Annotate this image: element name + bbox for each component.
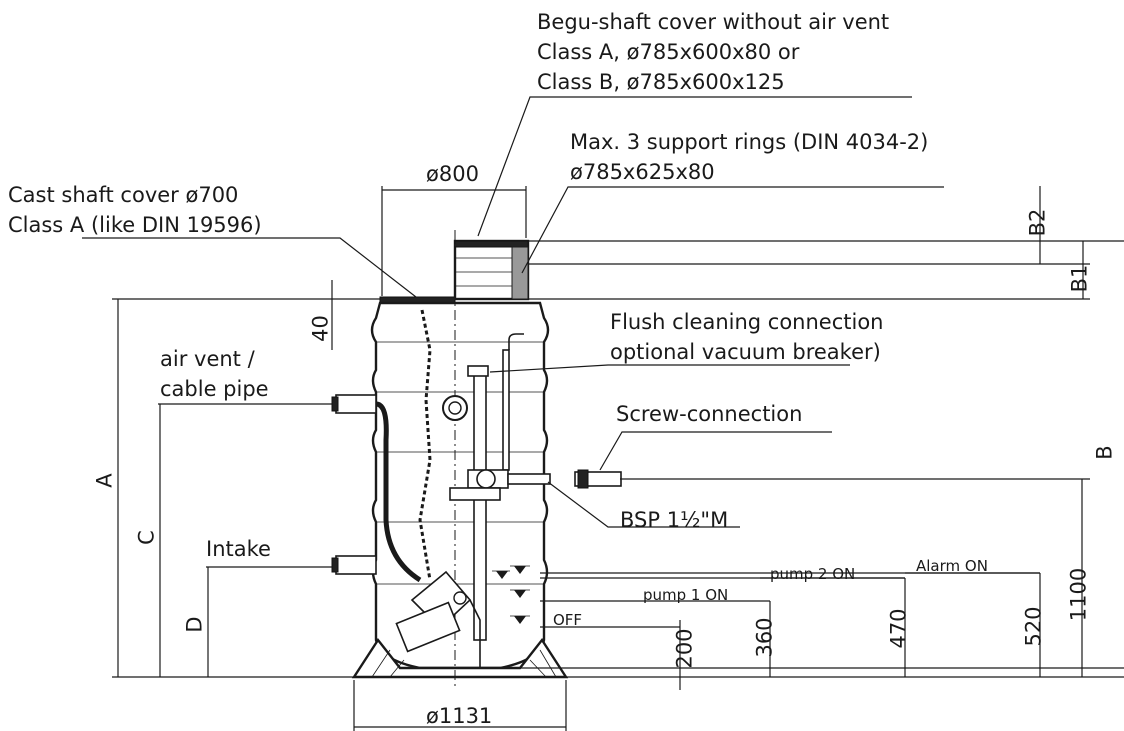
dim-B1: B1 xyxy=(1067,264,1092,293)
flush-label-1: Flush cleaning connection xyxy=(610,310,884,334)
support-rings-label-1: Max. 3 support rings (DIN 4034-2) xyxy=(570,130,929,154)
air-vent-label-2: cable pipe xyxy=(160,377,269,401)
screw-connection-fitting xyxy=(574,469,622,489)
dim-B2: B2 xyxy=(1025,208,1050,237)
submersible-pump xyxy=(395,570,481,668)
air-vent-label-1: air vent / xyxy=(160,347,255,371)
begu-cover-label-3: Class B, ø785x600x125 xyxy=(537,70,785,94)
air-vent-inlet xyxy=(331,394,422,583)
dim-B: B xyxy=(1092,445,1117,460)
dimension-lines xyxy=(117,186,1124,731)
intake-inlet xyxy=(331,555,377,575)
dim-360: 360 xyxy=(752,617,777,658)
dim-470: 470 xyxy=(886,608,911,649)
dim-40: 40 xyxy=(308,315,333,342)
dim-520: 520 xyxy=(1021,606,1046,647)
begu-cover-label-2: Class A, ø785x600x80 or xyxy=(537,40,800,64)
flush-label-2: optional vacuum breaker) xyxy=(610,340,881,364)
begu-cover-label-1: Begu-shaft cover without air vent xyxy=(537,10,890,34)
dim-C: C xyxy=(134,530,159,545)
cast-cover-label-1: Cast shaft cover ø700 xyxy=(8,183,239,207)
level-markers xyxy=(492,565,1040,628)
dim-d800: ø800 xyxy=(426,162,479,186)
pump1-on-label: pump 1 ON xyxy=(643,586,729,604)
support-rings-label-2: ø785x625x80 xyxy=(570,160,715,184)
lifting-chain xyxy=(418,309,432,581)
dim-A: A xyxy=(92,473,117,488)
pump2-on-label: pump 2 ON xyxy=(770,565,856,583)
intake-label: Intake xyxy=(206,537,271,561)
dim-1100: 1100 xyxy=(1066,567,1091,622)
dim-d1131: ø1131 xyxy=(426,704,493,728)
dim-D: D xyxy=(182,616,207,633)
off-label: OFF xyxy=(553,611,583,629)
cast-cover-label-2: Class A (like DIN 19596) xyxy=(8,213,262,237)
dim-200: 200 xyxy=(672,628,697,669)
bsp-label: BSP 1½"M xyxy=(620,508,729,532)
screw-connection-label: Screw-connection xyxy=(616,402,803,426)
alarm-on-label: Alarm ON xyxy=(916,557,988,575)
pressure-pipework xyxy=(442,333,551,641)
begu-shaft-cover xyxy=(453,239,530,301)
